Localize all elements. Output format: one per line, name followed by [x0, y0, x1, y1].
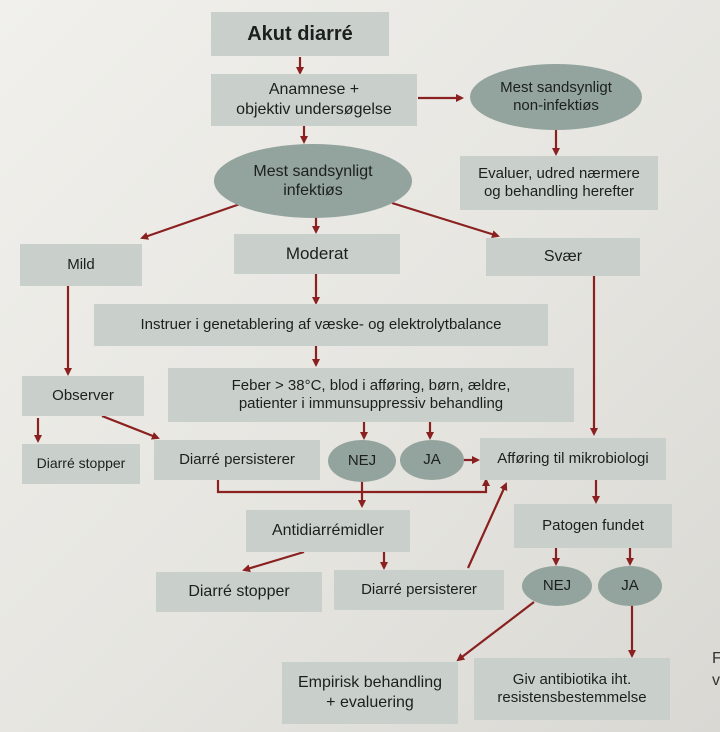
- arrow-antidiarre-stopper: [242, 550, 305, 573]
- arrow-nej-afforing-route: [362, 478, 490, 494]
- node-akut-diarre: Akut diarré: [211, 12, 389, 56]
- arrow-infektios-svaer: [391, 201, 500, 239]
- node-nej-2: NEJ: [522, 566, 592, 606]
- edge-fragment-2: v: [712, 672, 720, 689]
- node-ja-1: JA: [400, 440, 464, 480]
- node-diarre-persisterer-1: Diarré persisterer: [154, 440, 320, 480]
- arrow-persisterer2-afforing: [466, 482, 508, 569]
- node-afforing: Afføring til mikrobiologi: [480, 438, 666, 480]
- node-non-infektios: Mest sandsynligt non-infektiøs: [470, 64, 642, 130]
- node-diarre-persisterer-2: Diarré persisterer: [334, 570, 504, 610]
- arrow-observer-persisterer: [101, 414, 160, 440]
- node-instruer: Instruer i genetablering af væske- og el…: [94, 304, 548, 346]
- arrow-persisterer-afforing: [216, 480, 362, 494]
- edge-fragment-1: F: [712, 650, 720, 667]
- node-svaer: Svær: [486, 238, 640, 276]
- node-nej-1: NEJ: [328, 440, 396, 482]
- node-empirisk: Empirisk behandling + evaluering: [282, 662, 458, 724]
- node-evaluer: Evaluer, udred nærmere og behandling her…: [460, 156, 658, 210]
- node-anamnese: Anamnese + objektiv undersøgelse: [211, 74, 417, 126]
- node-mild: Mild: [20, 244, 142, 286]
- node-diarre-stopper-2: Diarré stopper: [156, 572, 322, 612]
- node-feber: Feber > 38°C, blod i afføring, børn, æld…: [168, 368, 574, 422]
- node-ja-2: JA: [598, 566, 662, 606]
- node-moderat: Moderat: [234, 234, 400, 274]
- node-antidiarre: Antidiarrémidler: [246, 510, 410, 552]
- arrow-nej2-empirisk: [456, 601, 535, 662]
- node-diarre-stopper-1: Diarré stopper: [22, 444, 140, 484]
- arrow-infektios-mild: [140, 202, 241, 240]
- node-infektios: Mest sandsynligt infektiøs: [214, 144, 412, 218]
- node-antibiotika: Giv antibiotika iht. resistensbestemmels…: [474, 658, 670, 720]
- node-patogen: Patogen fundet: [514, 504, 672, 548]
- node-observer: Observer: [22, 376, 144, 416]
